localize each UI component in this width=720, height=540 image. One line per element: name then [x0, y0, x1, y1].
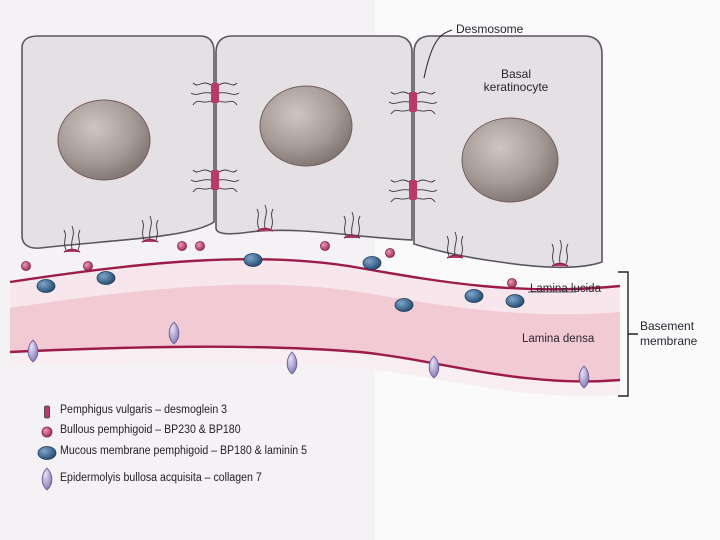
mucous-membrane-antibody [97, 272, 115, 285]
mucous-membrane-antibody [395, 299, 413, 312]
legend-item-mucous-membrane: Mucous membrane pemphigoid – BP180 & lam… [60, 445, 307, 457]
legend-text: Mucous membrane pemphigoid – BP180 & lam… [60, 445, 307, 457]
legend-item-bullous-pemphigoid: Bullous pemphigoid – BP230 & BP180 [60, 424, 241, 436]
legend-item-pemphigus: Pemphigus vulgaris – desmoglein 3 [60, 404, 227, 416]
basement-membrane-label: Basement membrane [640, 320, 697, 348]
basal-keratinocyte-label: Basal keratinocyte [466, 68, 566, 94]
basal-keratinocyte-line2: keratinocyte [466, 81, 566, 94]
mucous-membrane-antibody [506, 295, 524, 308]
bullous-pemphigoid-antibody [84, 262, 93, 271]
bullous-pemphigoid-antibody [178, 242, 187, 251]
basement-membrane-line2: membrane [640, 335, 697, 348]
bullous-pemphigoid-antibody [508, 279, 517, 288]
lamina-densa-label: Lamina densa [522, 333, 594, 346]
mucous-membrane-antibody [244, 254, 262, 267]
bullous-pemphigoid-icon [42, 427, 52, 437]
nucleus [58, 100, 150, 180]
nucleus [260, 86, 352, 166]
legend-text: Pemphigus vulgaris – desmoglein 3 [60, 404, 227, 416]
mucous-membrane-icon [38, 447, 56, 460]
desmosome-label: Desmosome [456, 23, 523, 36]
lamina-lucida-label: Lamina lucida [530, 283, 601, 296]
mucous-membrane-antibody [465, 290, 483, 303]
legend-text: Bullous pemphigoid – BP230 & BP180 [60, 424, 241, 436]
bullous-pemphigoid-antibody [22, 262, 31, 271]
mucous-membrane-antibody [363, 257, 381, 270]
legend-item-epidermolysis: Epidermolyis bullosa acquisita – collage… [60, 472, 262, 484]
bullous-pemphigoid-antibody [321, 242, 330, 251]
basement-membrane-line1: Basement [640, 320, 697, 333]
nucleus [462, 118, 558, 202]
mucous-membrane-antibody [37, 280, 55, 293]
bullous-pemphigoid-antibody [386, 249, 395, 258]
legend-text: Epidermolyis bullosa acquisita – collage… [60, 472, 262, 484]
pemphigus-icon [45, 406, 50, 418]
bullous-pemphigoid-antibody [196, 242, 205, 251]
